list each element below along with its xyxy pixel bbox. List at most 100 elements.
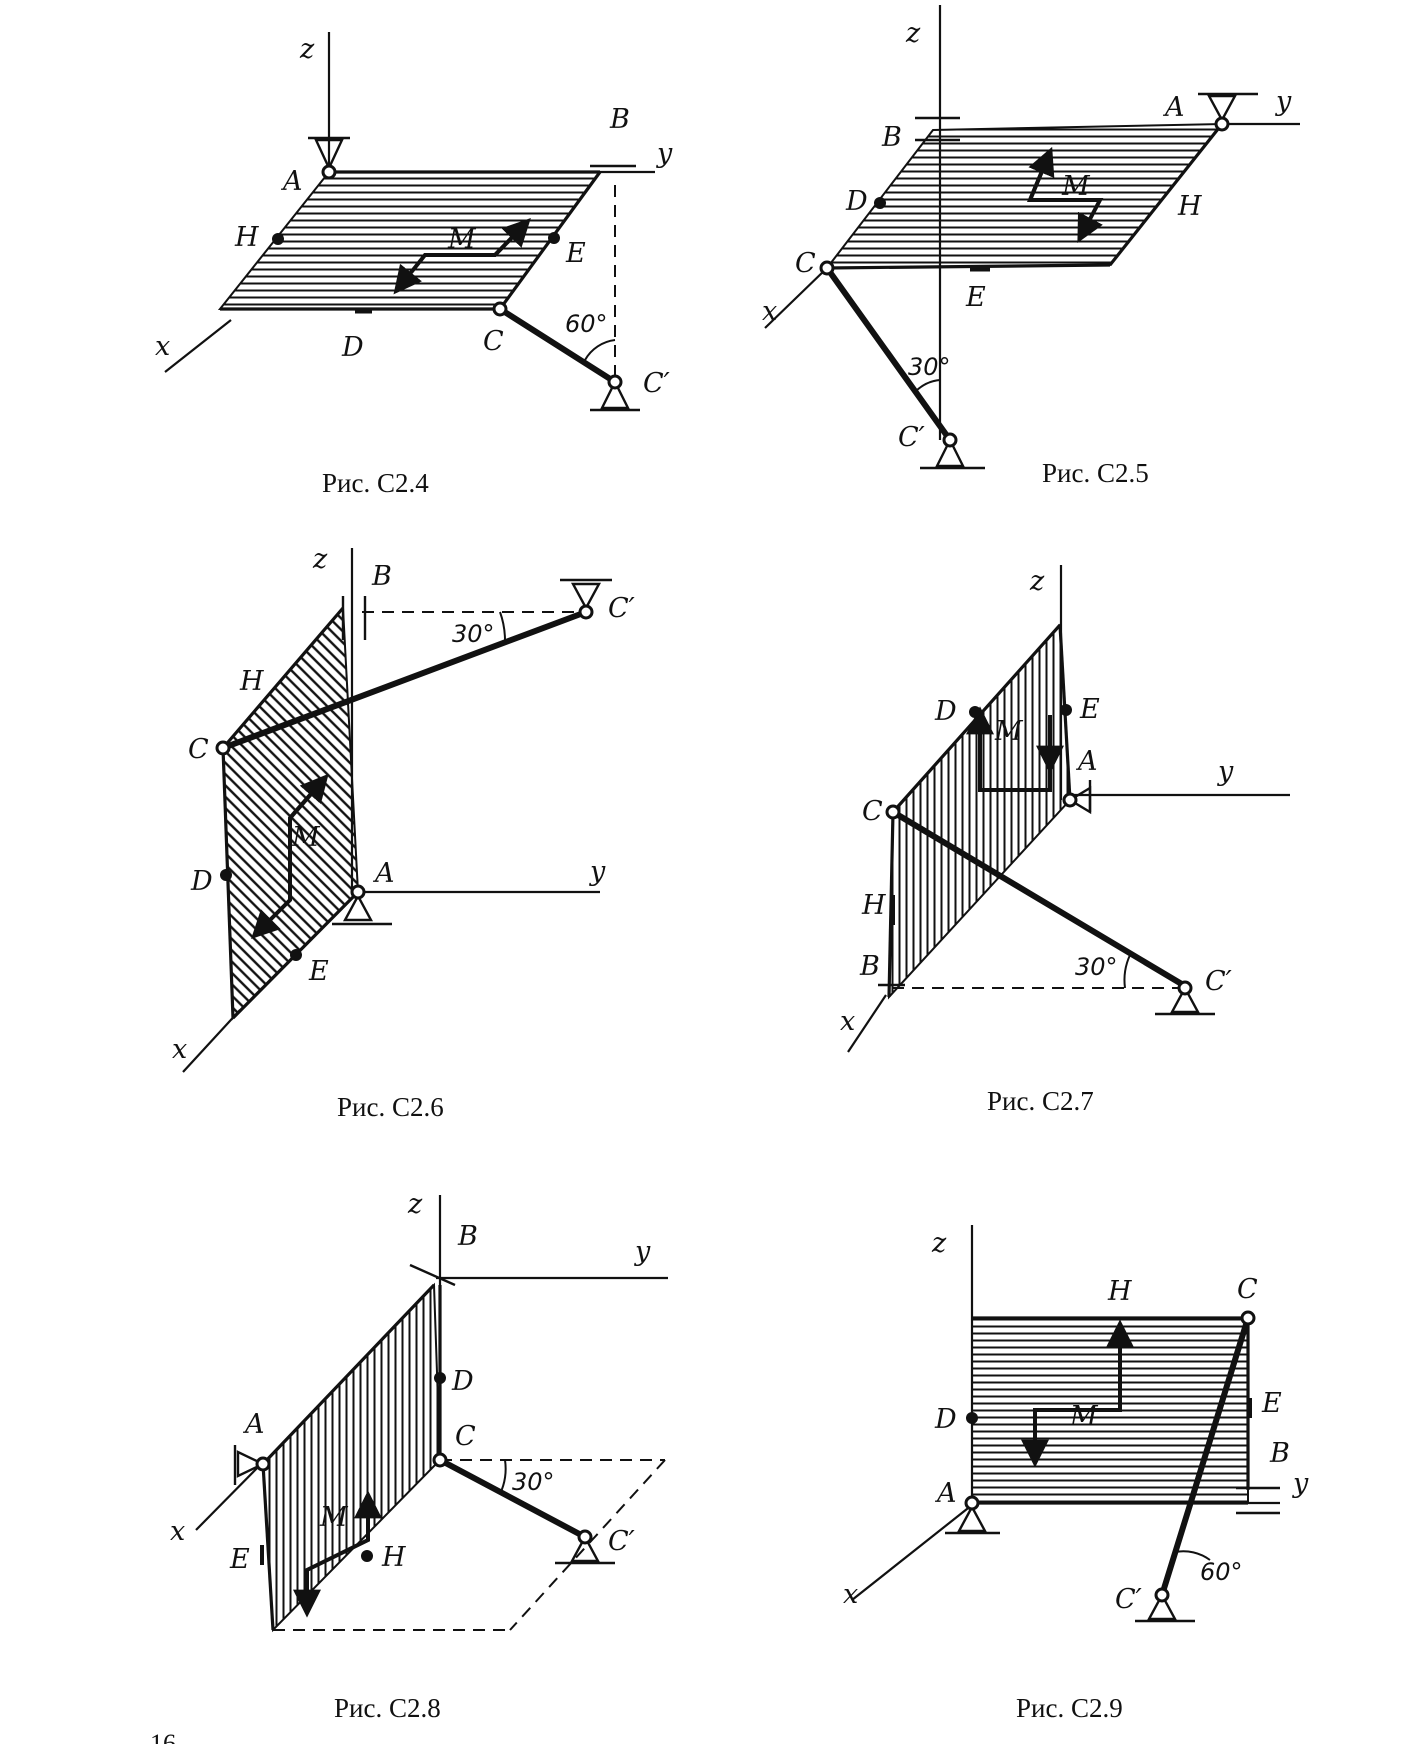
support-A (314, 138, 344, 171)
label-x: x (840, 1006, 855, 1037)
label-E: E (229, 1544, 250, 1575)
label-y: y (1292, 1468, 1309, 1499)
x-axis (847, 994, 887, 1053)
label-A: A (280, 166, 303, 197)
support-C-prime (1169, 985, 1201, 1014)
angle-arc (499, 611, 507, 643)
rod-CC-prime (437, 1457, 588, 1540)
label-E: E (965, 282, 986, 313)
support-C-prime (600, 379, 630, 410)
moment-arrow-head (288, 773, 329, 820)
figure-c2-7 (847, 565, 1290, 1053)
hinge-A (255, 1456, 271, 1472)
figure-c2-6 (182, 548, 612, 1073)
label-angle: 60° (1200, 1558, 1243, 1586)
hinge-A (350, 884, 366, 900)
hinge-C-prime (607, 374, 623, 390)
point-H (272, 233, 284, 245)
rod-CC-prime (220, 609, 589, 751)
label-B: B (609, 104, 630, 135)
angle-arc (1174, 1550, 1211, 1561)
label-A: A (372, 858, 395, 889)
label-B: B (371, 561, 392, 592)
caption-c2-4: Рис. С2.4 (322, 468, 429, 498)
label-M: M (994, 716, 1024, 747)
point-D (220, 869, 232, 881)
label-M: M (291, 822, 321, 853)
label-x: x (172, 1034, 187, 1065)
label-y: y (1217, 756, 1234, 787)
hinge-A (321, 164, 337, 180)
plate (887, 622, 1072, 1000)
hinge-A (1214, 116, 1230, 132)
rod-CC-prime (1159, 1315, 1251, 1598)
plate-edge (261, 1463, 275, 1631)
dashed-line (509, 1459, 666, 1631)
angle-arc (584, 339, 616, 361)
label-C: C (455, 1421, 476, 1452)
hinge-C (885, 804, 901, 820)
label-H: H (861, 890, 886, 921)
point-E (290, 949, 302, 961)
label-H: H (234, 222, 259, 253)
label-E: E (308, 956, 329, 987)
point-D (874, 197, 886, 209)
label-M: M (447, 224, 477, 255)
support-A (956, 1504, 988, 1533)
label-y: y (1275, 86, 1292, 117)
label-z: z (905, 18, 921, 49)
label-E: E (1261, 1388, 1282, 1419)
label-H: H (1107, 1276, 1132, 1307)
angle-arc (1123, 954, 1131, 989)
label-C: C (188, 734, 209, 765)
label-A: A (1075, 746, 1098, 777)
point-E (548, 232, 560, 244)
x-axis (182, 1009, 241, 1073)
figure-c2-4 (164, 32, 655, 412)
label-A: A (934, 1478, 957, 1509)
x-axis (195, 1459, 266, 1531)
label-x: x (843, 1579, 858, 1610)
hinge-C (1240, 1310, 1256, 1326)
hinge-C-prime (942, 432, 958, 448)
label-H: H (381, 1542, 406, 1573)
plate-edge (261, 1283, 436, 1466)
label-B: B (859, 951, 880, 982)
hinge-C (215, 740, 231, 756)
x-axis (164, 319, 232, 373)
hinge-A (1062, 792, 1078, 808)
figure-c2-8 (195, 1195, 668, 1633)
label-z: z (312, 544, 328, 575)
support-A (1206, 94, 1238, 123)
label-C-prime: C′ (608, 1526, 635, 1557)
label-C-prime: C′ (1205, 966, 1232, 997)
label-angle: 60° (565, 310, 608, 338)
label-D: D (845, 186, 868, 217)
label-C: C (862, 796, 883, 827)
label-y: y (656, 138, 673, 169)
label-x: x (170, 1516, 185, 1547)
hinge-C-prime (1154, 1587, 1170, 1603)
label-z: z (299, 34, 315, 65)
support-A (236, 1450, 266, 1478)
point-D (969, 706, 981, 718)
label-M: M (319, 1502, 349, 1533)
point-H (361, 1550, 373, 1562)
label-D: D (341, 332, 364, 363)
caption-c2-6: Рис. С2.6 (337, 1092, 444, 1122)
label-z: z (931, 1228, 947, 1259)
label-y: y (634, 1236, 651, 1267)
label-C-prime: C′ (1115, 1584, 1142, 1615)
label-M: M (1069, 1401, 1099, 1432)
label-M: M (1061, 171, 1091, 202)
label-H: H (1177, 191, 1202, 222)
caption-c2-8: Рис. С2.8 (334, 1693, 441, 1723)
point-E (1060, 704, 1072, 716)
caption-c2-7: Рис. С2.7 (987, 1086, 1094, 1116)
support-C-prime (570, 582, 602, 611)
label-x: x (155, 331, 170, 362)
hinge-A (964, 1495, 980, 1511)
label-angle: 30° (452, 620, 495, 648)
ground-B (409, 1263, 456, 1287)
support-C-prime (569, 1534, 601, 1563)
